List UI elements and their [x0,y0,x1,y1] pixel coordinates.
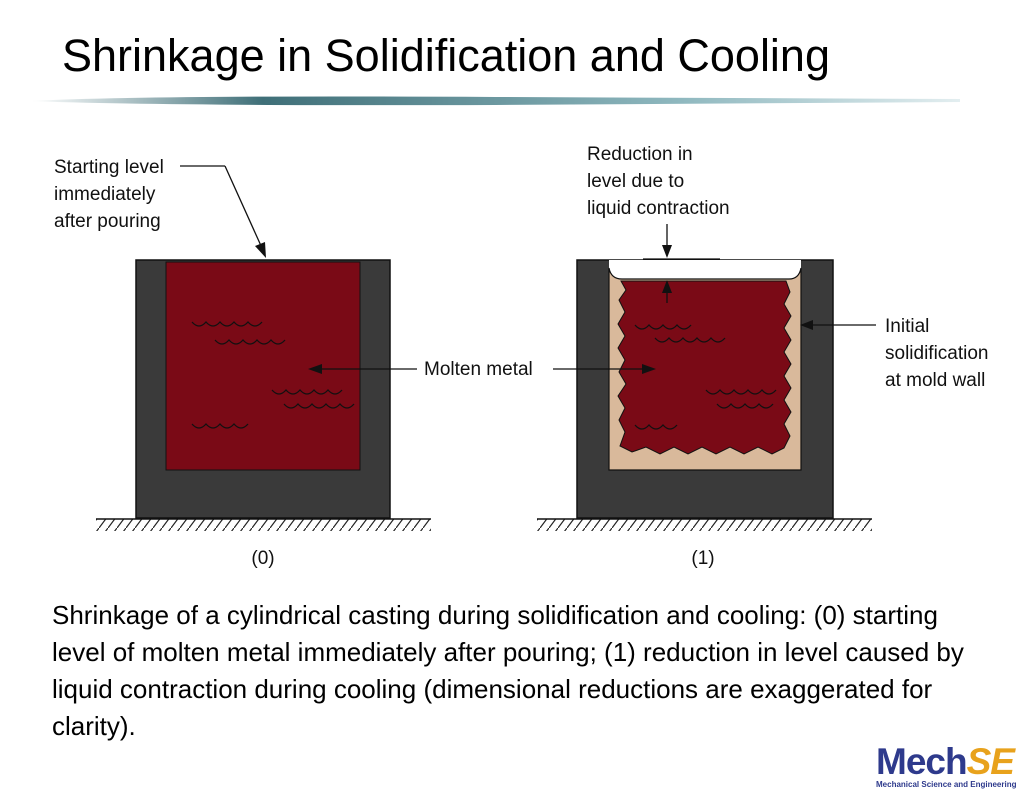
arrowhead-starting-level [255,242,266,258]
figure-caption: Shrinkage of a cylindrical casting durin… [52,600,964,741]
mold-stage-0 [135,259,391,519]
logo-se: SE [966,741,1015,782]
logo-subtitle: Mechanical Science and Engineering [876,780,1017,789]
label-stage-1: (1) [691,548,714,569]
shrinkage-diagram: Starting level immediately after pouring… [54,144,994,569]
molten-metal-waves-0 [191,321,355,429]
arrowhead-molten-right [642,364,656,374]
arrowhead-molten-left [308,364,322,374]
label-reduction: Reduction in level due to liquid contrac… [587,144,730,219]
mechse-logo: MechSE Mechanical Science and Engineerin… [876,743,1024,791]
title-rule [30,96,960,106]
label-initial-solidification: Initial solidification at mold wall [885,316,994,391]
slide-title: Shrinkage in Solidification and Cooling [62,30,830,81]
leader-starting-level [180,165,263,249]
arrowhead-reduction-down [662,245,672,258]
mold-stage-1 [576,259,834,519]
arrowhead-reduction-up [662,280,672,293]
ground-stage-1 [537,518,872,531]
logo-wordmark: MechSE [876,743,1024,780]
label-molten-metal: Molten metal [424,359,533,380]
logo-mech: Mech [876,741,968,782]
label-stage-0: (0) [251,548,274,569]
label-starting-level: Starting level immediately after pouring [54,157,169,232]
arrowhead-initial-solidification [800,320,813,330]
molten-metal-1 [617,280,792,455]
molten-metal-waves-1 [634,324,777,430]
ground-stage-0 [96,518,431,531]
